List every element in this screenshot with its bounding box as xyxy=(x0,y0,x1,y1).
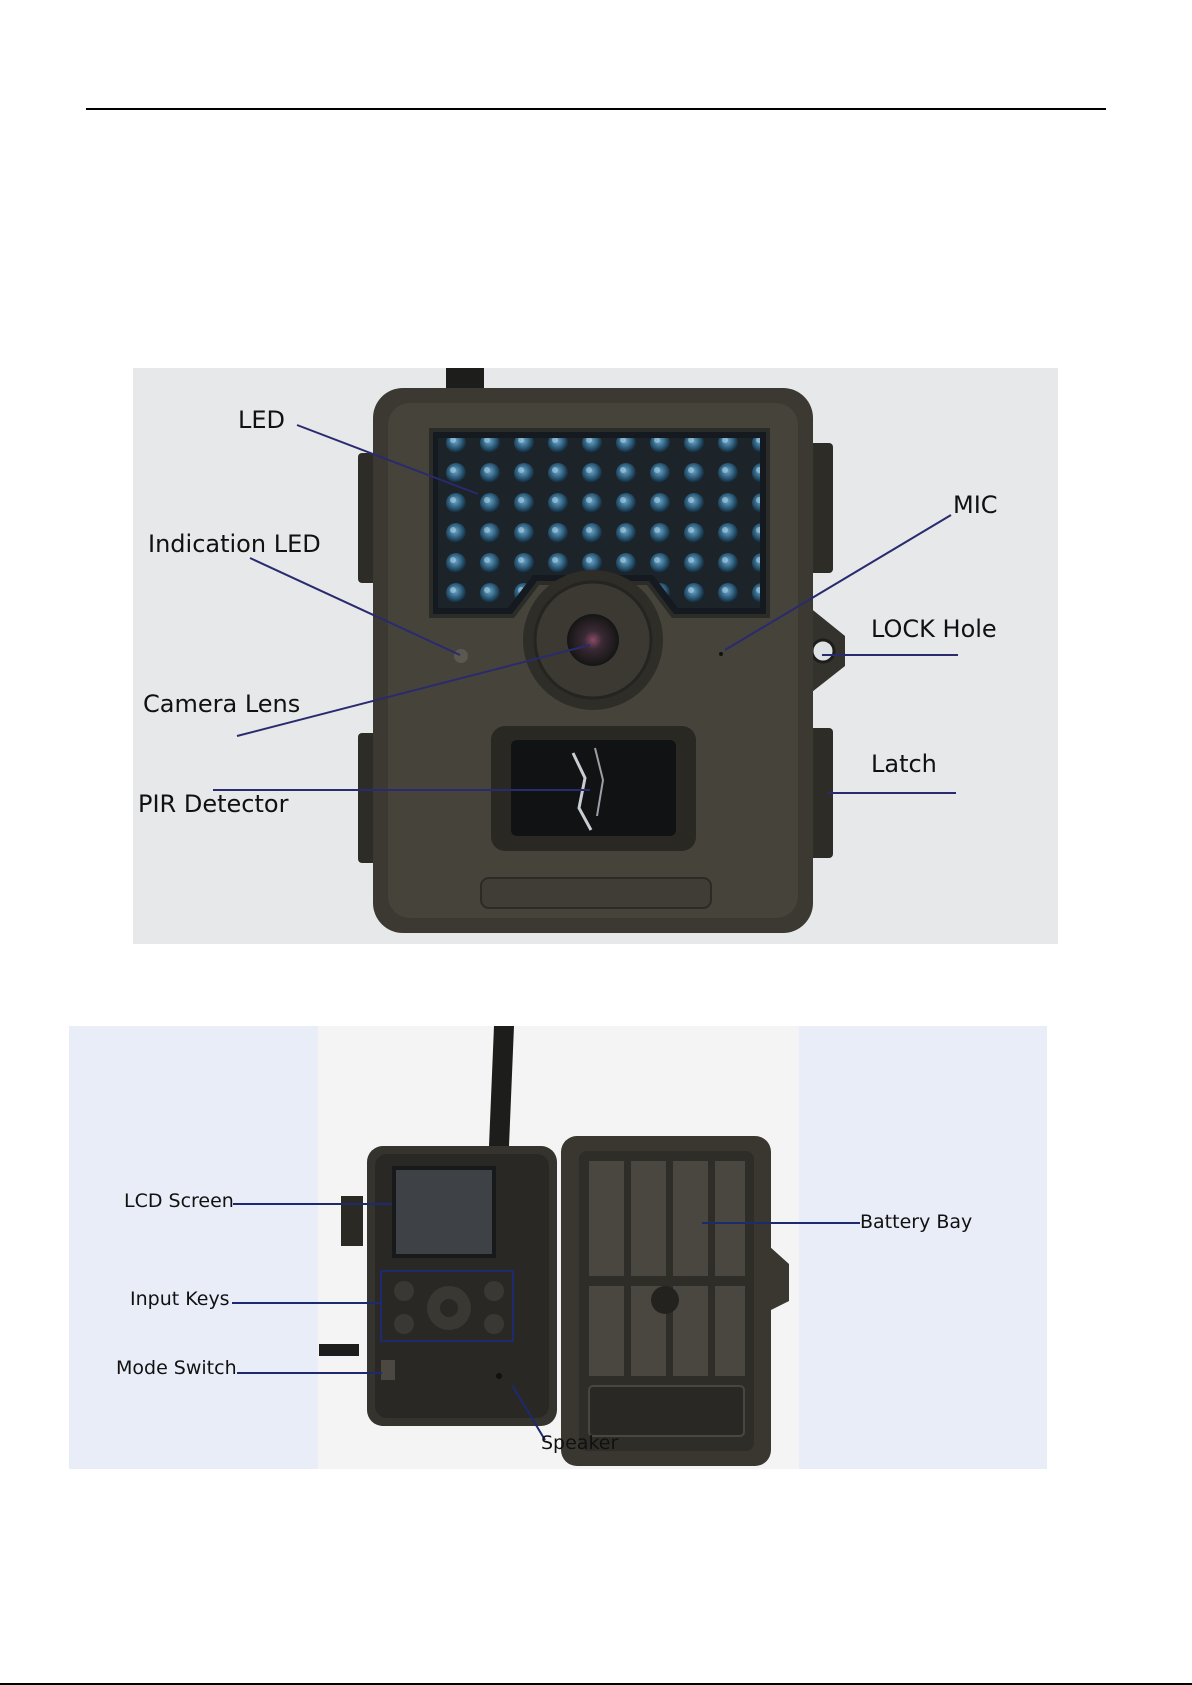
label-mode-switch: Mode Switch xyxy=(116,1357,237,1379)
label-input-keys: Input Keys xyxy=(130,1288,230,1310)
label-lcd-screen: LCD Screen xyxy=(124,1190,234,1212)
input-keys-highlight-box xyxy=(381,1271,513,1341)
label-speaker: Speaker xyxy=(541,1432,618,1454)
label-battery-bay: Battery Bay xyxy=(860,1211,972,1233)
